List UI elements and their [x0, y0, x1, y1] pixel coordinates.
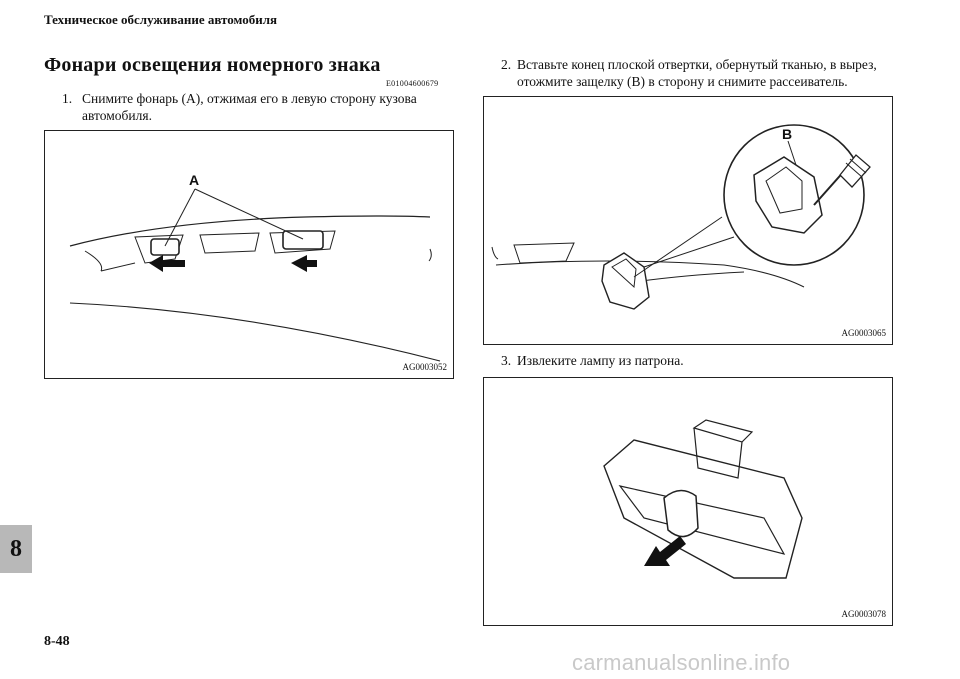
chapter-tab: 8 — [0, 525, 32, 573]
figure-id: AG0003078 — [841, 609, 887, 619]
callout-label: B — [782, 126, 792, 142]
running-header: Техническое обслуживание автомобиля — [44, 12, 278, 27]
figure-lens-removal: B AG0003065 — [483, 96, 893, 345]
step-text-line: Извлеките лампу из патрона. — [517, 353, 684, 368]
step-2: 2. Вставьте конец плоской отвертки, обер… — [501, 56, 901, 92]
step-number: 3. — [501, 353, 512, 368]
arrow-left-icon — [291, 255, 317, 272]
arrow-down-left-icon — [644, 536, 686, 566]
arrow-left-icon — [149, 255, 185, 272]
step-number: 2. — [501, 57, 512, 72]
figure-illustration — [603, 419, 803, 579]
step-text-line: Снимите фонарь (A), отжимая его в левую … — [82, 91, 417, 106]
article-code: E01004600679 — [386, 79, 439, 88]
page-number: 8-48 — [44, 634, 70, 649]
step-text-line: автомобиля. — [82, 108, 152, 123]
figure-lamp-removal: A AG0003052 — [44, 130, 454, 379]
step-3: 3. Извлеките лампу из патрона. — [501, 352, 901, 370]
figure-id: AG0003052 — [402, 362, 448, 372]
figure-illustration: B — [491, 124, 871, 310]
figure-illustration: A — [69, 172, 441, 362]
callout-label: A — [189, 172, 199, 188]
step-text-line: Вставьте конец плоской отвертки, обернут… — [517, 57, 877, 72]
figure-id: AG0003065 — [841, 328, 887, 338]
figure-bulb-removal: AG0003078 — [483, 377, 893, 626]
article-title: Фонари освещения номерного знака — [44, 54, 381, 76]
step-1: 1. Снимите фонарь (A), отжимая его в лев… — [62, 90, 462, 126]
step-text-line: отожмите защелку (B) в сторону и снимите… — [517, 74, 848, 89]
step-number: 1. — [62, 91, 73, 106]
watermark: carmanualsonline.info — [572, 650, 791, 675]
